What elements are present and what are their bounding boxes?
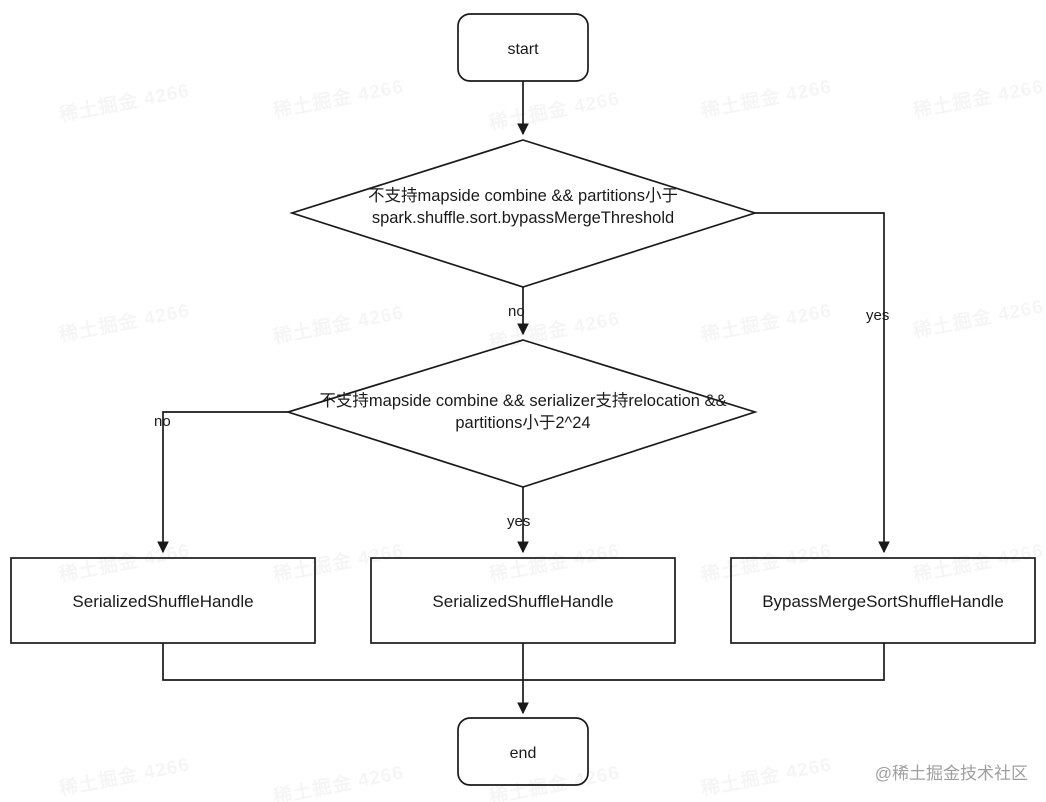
result-right-node[interactable] bbox=[731, 558, 1035, 643]
edge-result-right-to-end bbox=[523, 643, 885, 681]
result-left-node-shape[interactable] bbox=[10, 557, 316, 644]
edge-result-left-to-end bbox=[162, 643, 523, 681]
end-node-shape[interactable] bbox=[457, 717, 589, 786]
result-middle-node[interactable] bbox=[371, 558, 675, 643]
result-right-node-shape[interactable] bbox=[730, 557, 1036, 644]
result-left-node[interactable] bbox=[11, 558, 315, 643]
edge-decision2-no bbox=[157, 411, 288, 554]
decision2-node[interactable] bbox=[360, 370, 686, 456]
corner-watermark: @稀土掘金技术社区 bbox=[874, 764, 1028, 783]
end-node[interactable] bbox=[458, 718, 588, 785]
result-middle-node-shape[interactable] bbox=[370, 557, 676, 644]
decision1-node[interactable] bbox=[362, 170, 684, 256]
start-node[interactable] bbox=[458, 14, 588, 81]
edge-decision1-yes bbox=[755, 212, 890, 554]
